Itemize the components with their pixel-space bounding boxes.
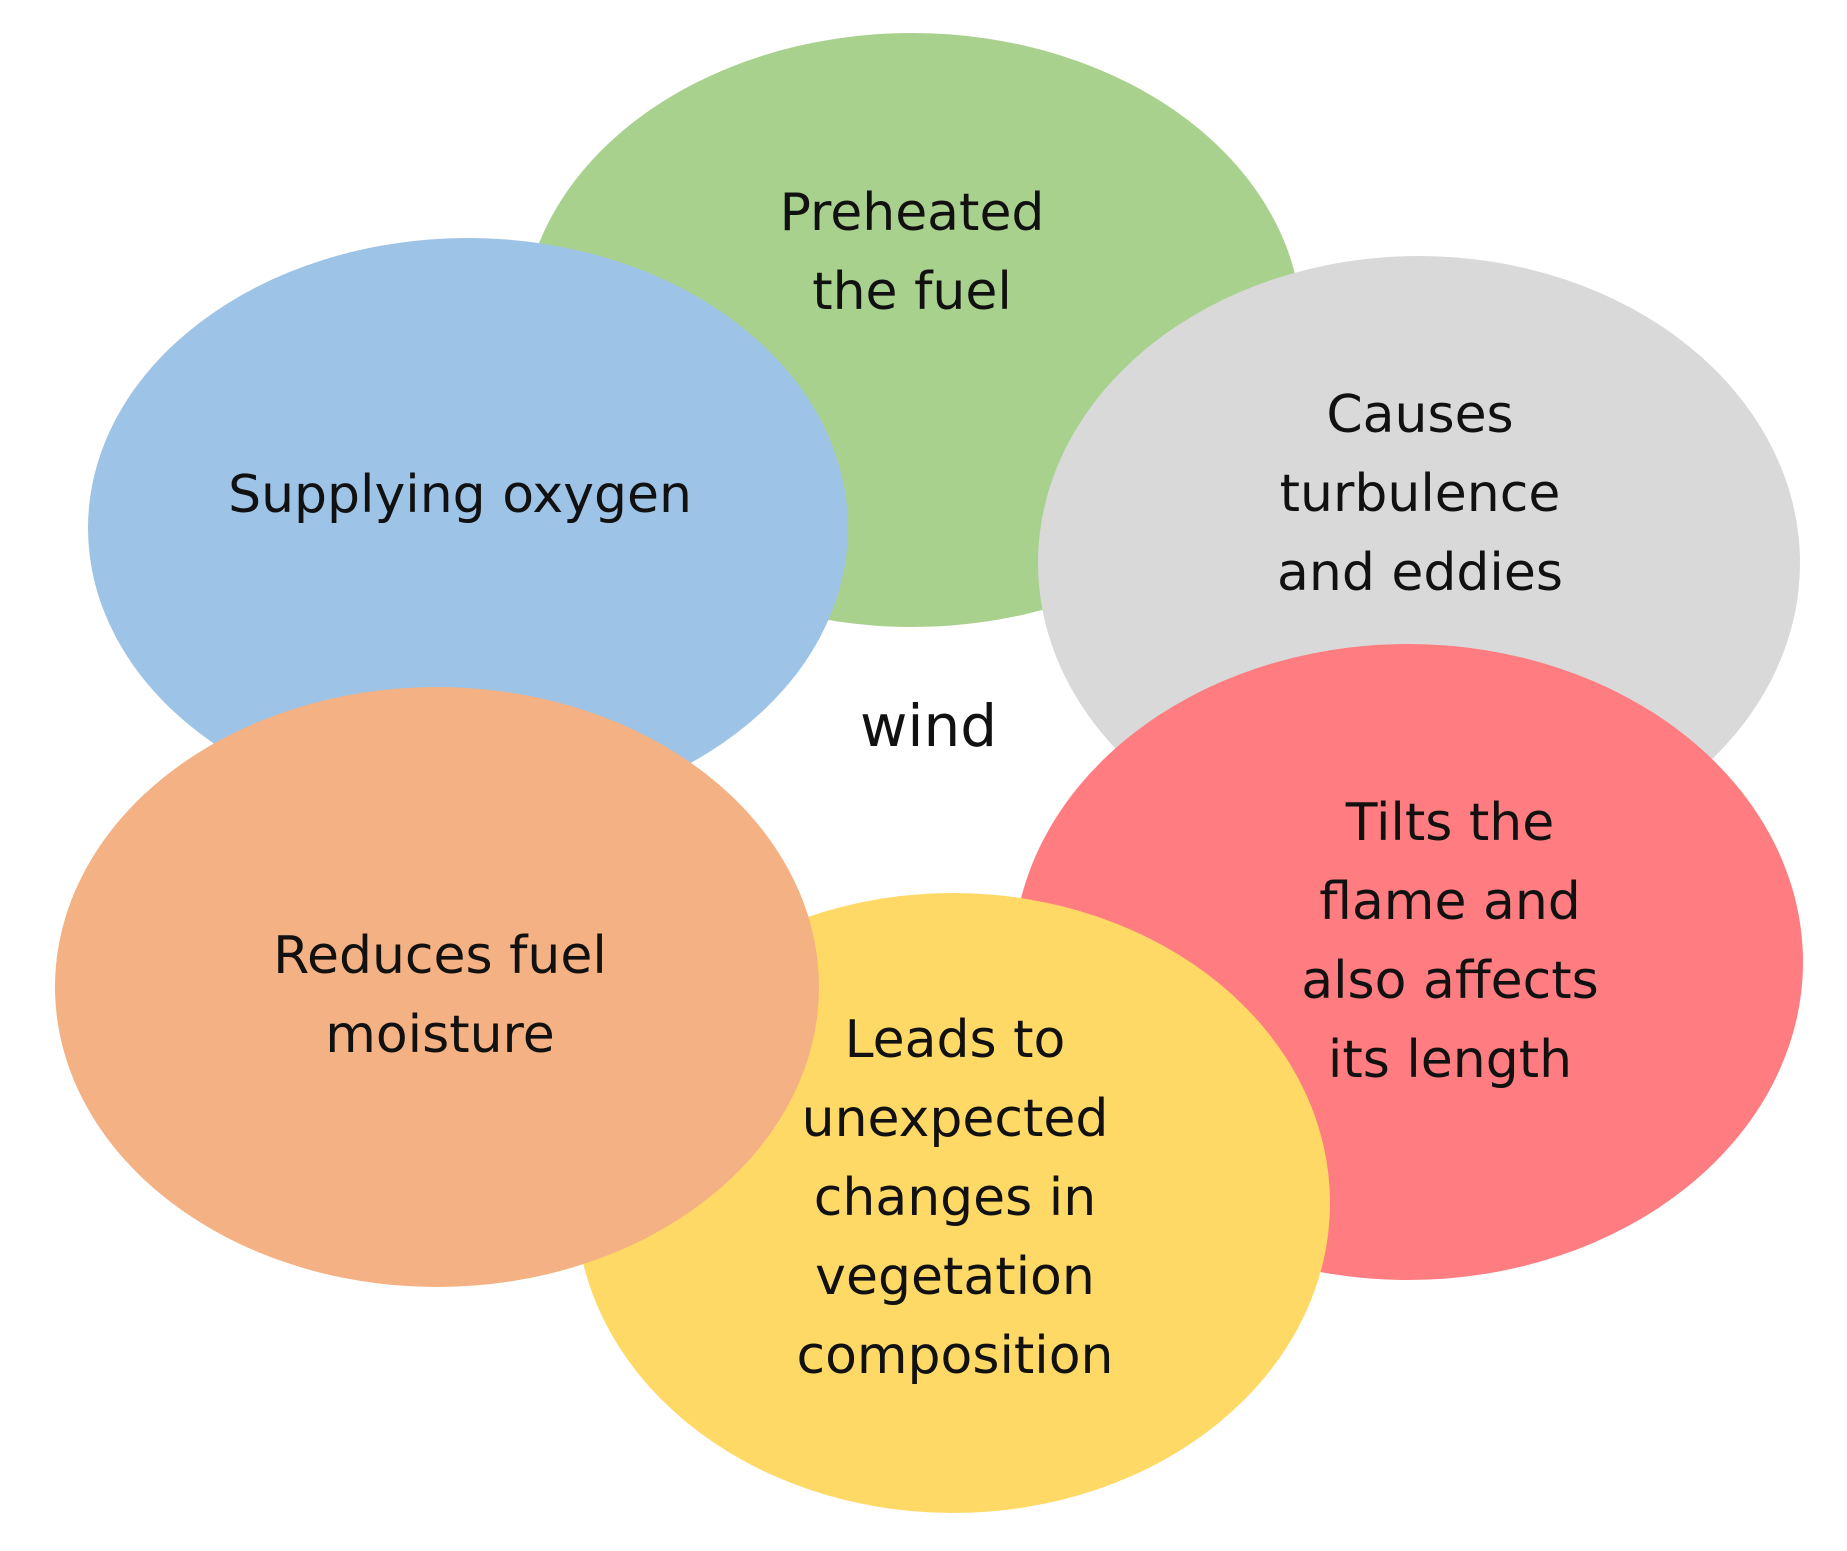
label-tilts-flame: Tilts the flame and also affects its len…	[1185, 784, 1715, 1100]
label-fuel-moisture: Reduces fuel moisture	[180, 917, 700, 1075]
label-line: Causes	[1326, 385, 1514, 445]
label-turbulence: Causes turbulence and eddies	[1170, 376, 1670, 613]
label-line: composition	[796, 1326, 1114, 1386]
label-line: Supplying oxygen	[228, 465, 692, 525]
label-line: Preheated	[779, 183, 1045, 243]
label-line: turbulence	[1279, 464, 1561, 524]
label-vegetation: Leads to unexpected changes in vegetatio…	[705, 1001, 1205, 1396]
label-preheated: Preheated the fuel	[662, 174, 1162, 332]
label-line: its length	[1327, 1030, 1573, 1090]
bubble-fuel-moisture	[55, 687, 819, 1287]
label-line: Leads to	[844, 1010, 1066, 1070]
label-line: moisture	[325, 1005, 555, 1065]
center-label-wind: wind	[860, 692, 998, 760]
label-line: and eddies	[1277, 543, 1563, 603]
label-line: changes in	[813, 1168, 1097, 1228]
label-supplying-oxygen: Supplying oxygen	[160, 456, 760, 535]
label-line: the fuel	[812, 262, 1012, 322]
bubble-supplying-oxygen	[88, 238, 848, 818]
label-line: flame and	[1319, 872, 1581, 932]
label-line: Reduces fuel	[273, 926, 607, 986]
label-line: Tilts the	[1345, 793, 1555, 853]
label-line: also affects	[1301, 951, 1599, 1011]
label-line: unexpected	[801, 1089, 1109, 1149]
label-line: vegetation	[815, 1247, 1095, 1307]
